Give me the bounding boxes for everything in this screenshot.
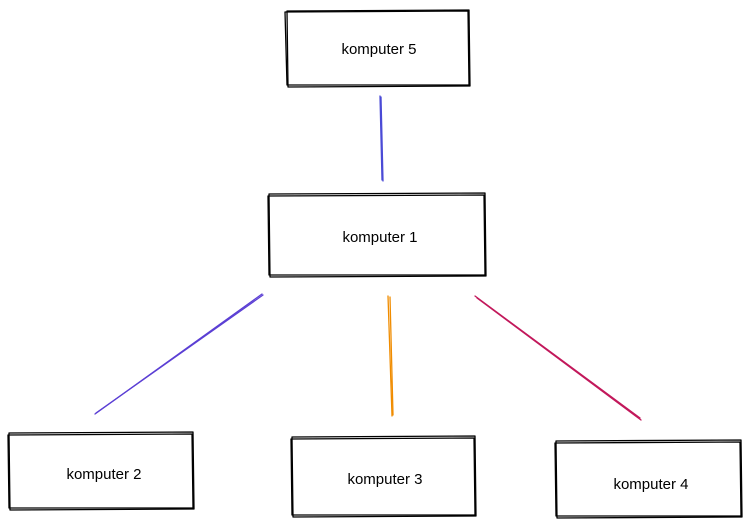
node-komputer-2: komputer 2 <box>7 431 195 511</box>
node-komputer-3-label: komputer 3 <box>347 471 422 488</box>
edge-k1-k5-stroke-b <box>380 96 384 182</box>
node-komputer-5: komputer 5 <box>284 9 471 88</box>
edge-k1-k5-stroke-a <box>379 95 383 181</box>
node-komputer-2-label: komputer 2 <box>66 466 141 483</box>
node-komputer-4-label: komputer 4 <box>613 476 688 493</box>
node-komputer-1: komputer 1 <box>267 192 487 278</box>
node-komputer-3-box <box>291 435 477 518</box>
node-komputer-3-box-sketch <box>290 437 476 516</box>
node-komputer-4: komputer 4 <box>554 439 743 519</box>
node-komputer-4-box-sketch <box>554 441 742 517</box>
edge-k1-k3 <box>387 295 394 417</box>
node-komputer-1-box-sketch <box>267 194 486 276</box>
edge-k1-k2 <box>94 293 264 415</box>
node-komputer-1-box <box>268 192 487 278</box>
node-komputer-5-label: komputer 5 <box>341 41 416 58</box>
node-komputer-3: komputer 3 <box>290 435 477 518</box>
node-komputer-4-box <box>555 439 743 519</box>
node-komputer-1-label: komputer 1 <box>342 229 417 246</box>
node-komputer-5-box-sketch <box>284 10 470 86</box>
node-komputer-2-box-sketch <box>7 433 194 509</box>
edge-k1-k5 <box>379 95 384 182</box>
node-komputer-2-box <box>8 431 195 511</box>
node-komputer-5-box <box>286 9 471 88</box>
edge-k1-k3-stroke-b <box>389 296 394 416</box>
edge-k1-k2-stroke-b <box>95 294 264 414</box>
edge-k1-k4 <box>474 295 642 421</box>
edge-k1-k4-stroke-b <box>476 297 642 421</box>
edge-k1-k3-stroke-a <box>387 295 393 417</box>
